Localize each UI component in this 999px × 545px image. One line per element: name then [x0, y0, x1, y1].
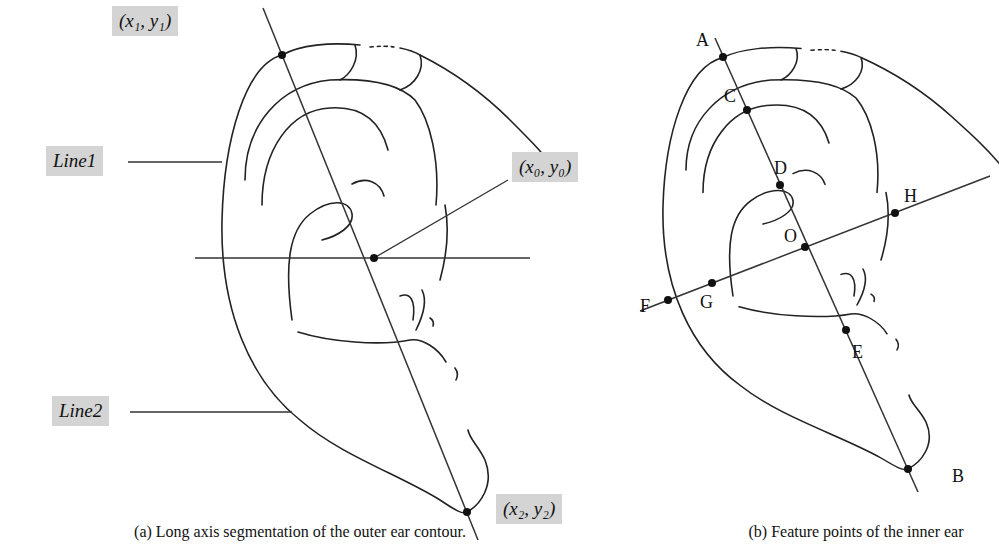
coordinate-tag: Line1 [46, 146, 103, 176]
tag-text: (x₁, y₁) [119, 9, 171, 33]
coordinate-tag: Line2 [52, 396, 109, 426]
tag-text: (x₀, y₀) [519, 155, 571, 179]
sub-caption: (b) Feature points of the inner ear [748, 522, 963, 542]
tag-text: Line2 [59, 399, 102, 423]
feature-point-label: F [640, 296, 650, 316]
feature-point-label: E [852, 342, 863, 362]
tag-text: Line1 [53, 149, 96, 173]
coordinate-tag: (x₀, y₀) [512, 152, 578, 182]
feature-point-label: H [904, 186, 917, 206]
feature-point-label: A [696, 30, 709, 50]
sub-caption: (a) Long axis segmentation of the outer … [134, 522, 466, 542]
feature-point-label: G [700, 292, 713, 312]
feature-point-label: B [952, 466, 964, 486]
feature-point-label: O [784, 226, 797, 246]
feature-point-label: C [724, 86, 736, 106]
feature-point-label: D [774, 158, 787, 178]
tag-text: (x₂, y₂) [503, 497, 555, 521]
coordinate-tag: (x₂, y₂) [496, 494, 562, 524]
coordinate-tag: (x₁, y₁) [112, 6, 178, 36]
